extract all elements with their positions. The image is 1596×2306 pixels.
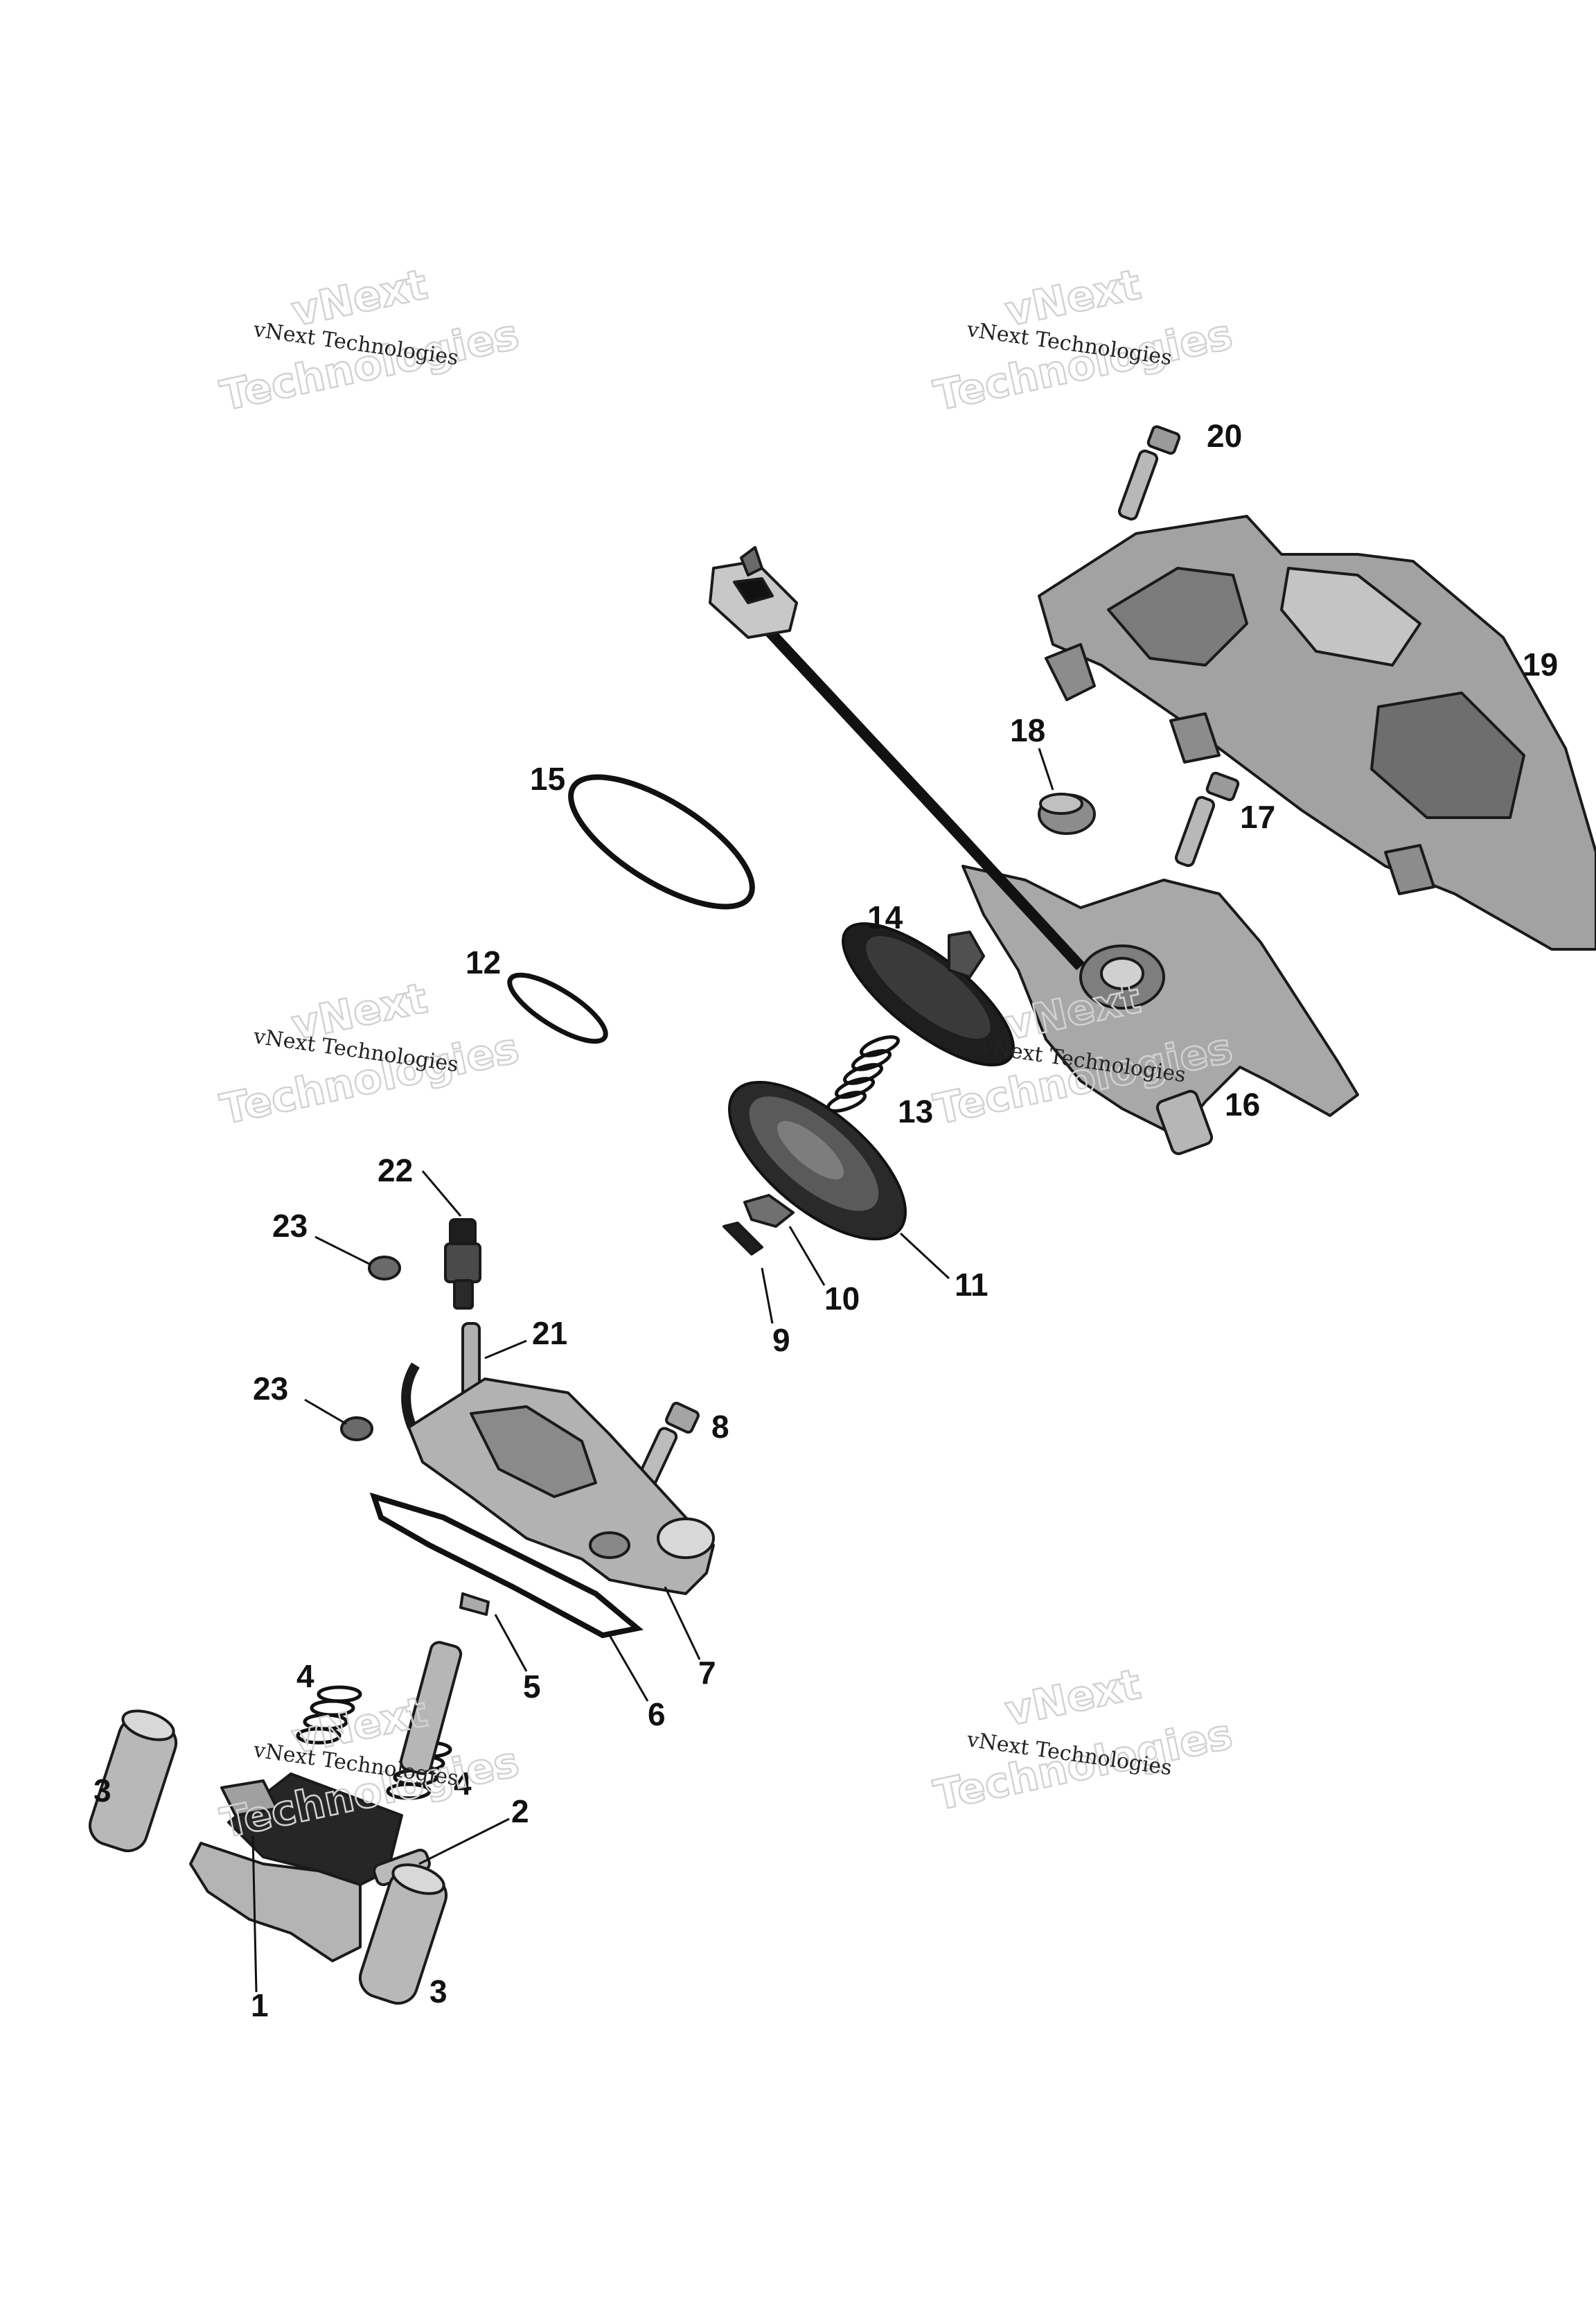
callout-9: 9 [772, 1322, 790, 1358]
part-3-sleeve-lower [358, 1863, 448, 2005]
callout-labels: 1 2 3 3 4 4 5 6 7 8 9 10 11 12 13 14 15 … [94, 418, 1558, 2023]
part-9-pin [722, 1222, 763, 1256]
part-illustrations [88, 425, 1596, 2005]
callout-12: 12 [466, 944, 501, 980]
part-19-cover [1038, 515, 1596, 951]
callout-3-lower: 3 [429, 1973, 447, 2009]
part-5-pin [459, 1592, 490, 1616]
part-14-diaphragm [842, 922, 1015, 1067]
callout-7: 7 [698, 1655, 716, 1691]
part-20-bolt [1117, 425, 1181, 521]
callout-4-lower: 4 [454, 1766, 472, 1802]
watermark-middle-left: vNext Technologies vNext Technologies [215, 974, 524, 1136]
callout-6: 6 [648, 1696, 666, 1732]
callout-3-upper: 3 [94, 1772, 112, 1808]
part-13-spring [826, 1035, 901, 1113]
part-wire-harness [709, 546, 1085, 971]
callout-18: 18 [1010, 712, 1045, 748]
callout-20: 20 [1207, 418, 1242, 454]
part-23-nut-lower [340, 1416, 373, 1441]
part-23-nut-top [368, 1256, 401, 1280]
part-10-block [743, 1194, 795, 1228]
callout-8: 8 [711, 1409, 729, 1445]
callout-19: 19 [1523, 646, 1558, 683]
callout-2: 2 [511, 1793, 529, 1829]
watermark-top-left: vNext Technologies vNext Technologies [215, 260, 524, 422]
callout-17: 17 [1240, 799, 1275, 835]
callout-1: 1 [251, 1987, 269, 2023]
part-17-bolt [1174, 771, 1240, 868]
part-shaft [399, 1641, 463, 1775]
part-12-o-ring [507, 972, 608, 1044]
svg-text:vNext: vNext [1001, 1660, 1145, 1736]
part-6-gasket [369, 1492, 644, 1639]
part-7-valve-body [407, 1378, 715, 1595]
watermark-top-right: vNext Technologies vNext Technologies [929, 260, 1237, 422]
callout-11: 11 [955, 1267, 988, 1303]
part-22-sensor [444, 1218, 481, 1310]
part-11-disc [728, 1080, 907, 1241]
part-4-spring-left [296, 1685, 362, 1745]
part-15-seal-ring [568, 774, 755, 910]
callout-16: 16 [1225, 1086, 1260, 1123]
callout-22: 22 [378, 1152, 413, 1188]
watermark-bottom-right: vNext Technologies vNext Technologies [929, 1660, 1237, 1822]
part-18-cap [1038, 793, 1096, 835]
part-3-sleeve-upper [88, 1709, 178, 1853]
leader-lines [251, 748, 1054, 1993]
callout-23-lower: 23 [253, 1371, 288, 1407]
callout-14: 14 [867, 899, 903, 935]
callout-15: 15 [530, 761, 565, 797]
callout-13: 13 [898, 1093, 933, 1129]
part-16-housing [961, 865, 1359, 1156]
callout-10: 10 [824, 1280, 860, 1317]
callout-5: 5 [523, 1669, 541, 1705]
callout-23-upper: 23 [272, 1208, 308, 1244]
callout-4-upper: 4 [296, 1658, 314, 1694]
callout-21: 21 [532, 1315, 567, 1351]
